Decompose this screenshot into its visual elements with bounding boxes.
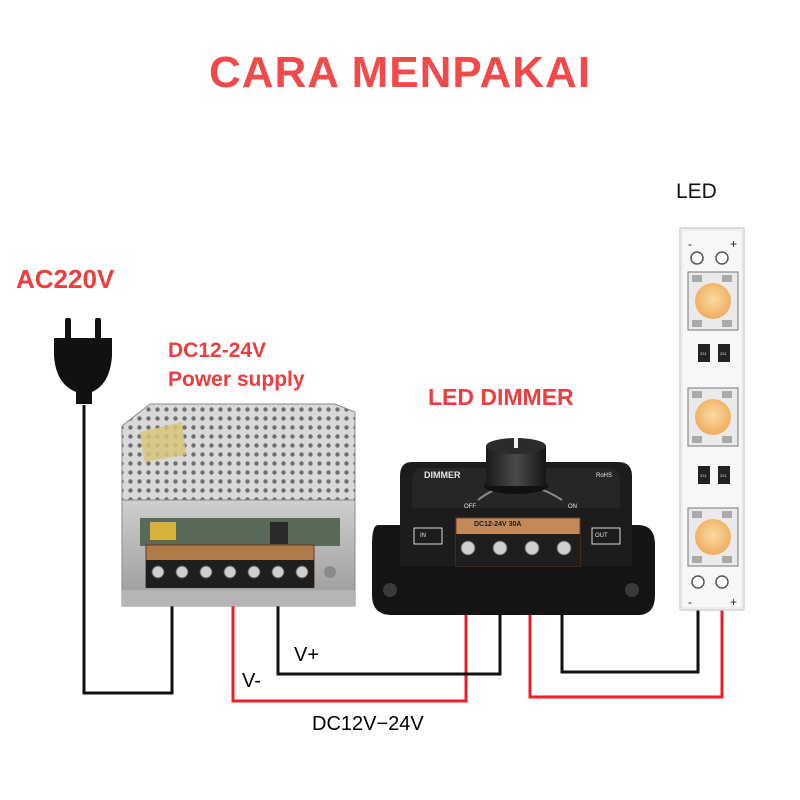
red-wire-input [231,568,468,703]
dimmer-out-text: OUT [595,533,608,539]
led-plus-sign-bottom: + [730,595,737,609]
black-wire-output [560,568,700,674]
dimmer-brand-text: DIMMER [424,470,461,480]
resistor-2-text: 331 [720,351,727,356]
led-dimmer-unit: DIMMER OFF ON RoHS DC12-24V 30A IN OUT [372,438,655,615]
led-chip-2 [687,387,739,447]
dimmer-knob-icon [484,438,548,494]
led-resistor-1: 331 331 [698,344,730,362]
resistor-3-text: 331 [700,473,707,478]
power-supply-unit [121,403,356,607]
ac-plug-icon [54,318,112,404]
ac-voltage-label: AC220V [16,264,115,294]
led-resistor-2: 331 331 [698,466,730,484]
dimmer-on-text: ON [568,504,577,510]
wires [82,405,724,703]
dc-range-label: DC12V−24V [312,713,424,735]
dimmer-rohs-text: RoHS [596,473,612,479]
page-title: CARA MENPAKAI [208,48,592,97]
led-strip: - + 331 331 331 331 [679,227,745,611]
led-chip-3 [687,507,739,567]
v-minus-label: V- [242,670,261,692]
led-chip-1 [687,271,739,331]
led-minus-sign-bottom: - [688,595,692,609]
dimmer-label: LED DIMMER [428,384,574,410]
power-supply-label-line1: DC12-24V [168,339,267,362]
dimmer-off-text: OFF [464,504,476,510]
resistor-1-text: 331 [700,351,707,356]
v-plus-label: V+ [294,644,320,666]
led-plus-sign: + [730,237,737,251]
black-wire-input [276,568,502,676]
red-wire-output [528,568,724,699]
power-supply-label: DC12-24V Power supply [168,336,305,394]
power-supply-label-line2: Power supply [168,368,305,391]
ac-wire [82,405,174,695]
dimmer-in-text: IN [420,533,426,539]
led-minus-sign: - [688,237,692,251]
resistor-4-text: 331 [720,473,727,478]
led-label: LED [676,180,717,203]
dimmer-rating-text: DC12-24V 30A [474,521,521,528]
